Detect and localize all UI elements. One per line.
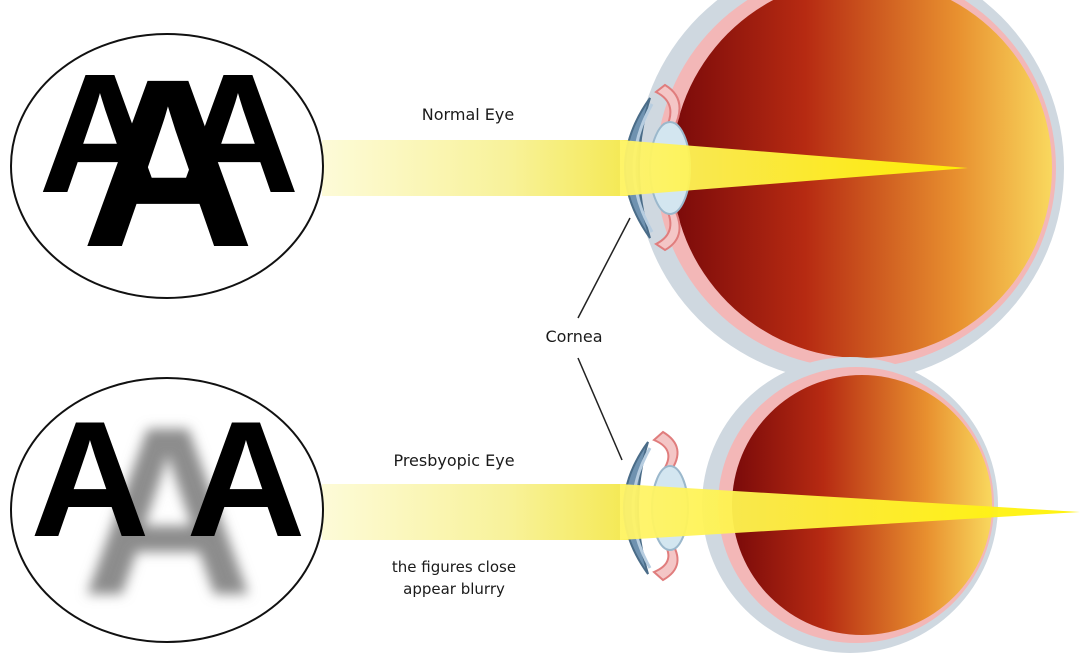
presbyopic-letter-left: A xyxy=(30,387,149,571)
cornea-leader-bottom xyxy=(578,358,622,460)
cornea-label: Cornea xyxy=(545,327,602,346)
normal-light-beam xyxy=(322,140,632,196)
normal-letter-center: A xyxy=(81,29,254,297)
presbyopic-letter-right: A xyxy=(186,387,305,571)
presbyopic-eye-scene: A A A Presbyopic Eye the figures close a… xyxy=(11,357,1080,653)
normal-eye-scene: A A A Normal Eye xyxy=(11,0,1064,382)
blurry-note-line1: the figures close xyxy=(392,558,516,576)
blurry-note-line2: appear blurry xyxy=(403,580,505,598)
presbyopic-light-beam xyxy=(322,484,632,540)
cornea-leader-top xyxy=(578,218,630,318)
normal-eye-label: Normal Eye xyxy=(422,105,514,124)
normal-eye xyxy=(625,0,1064,382)
presbyopic-eye-label: Presbyopic Eye xyxy=(393,451,514,470)
cornea-callout: Cornea xyxy=(545,218,630,460)
